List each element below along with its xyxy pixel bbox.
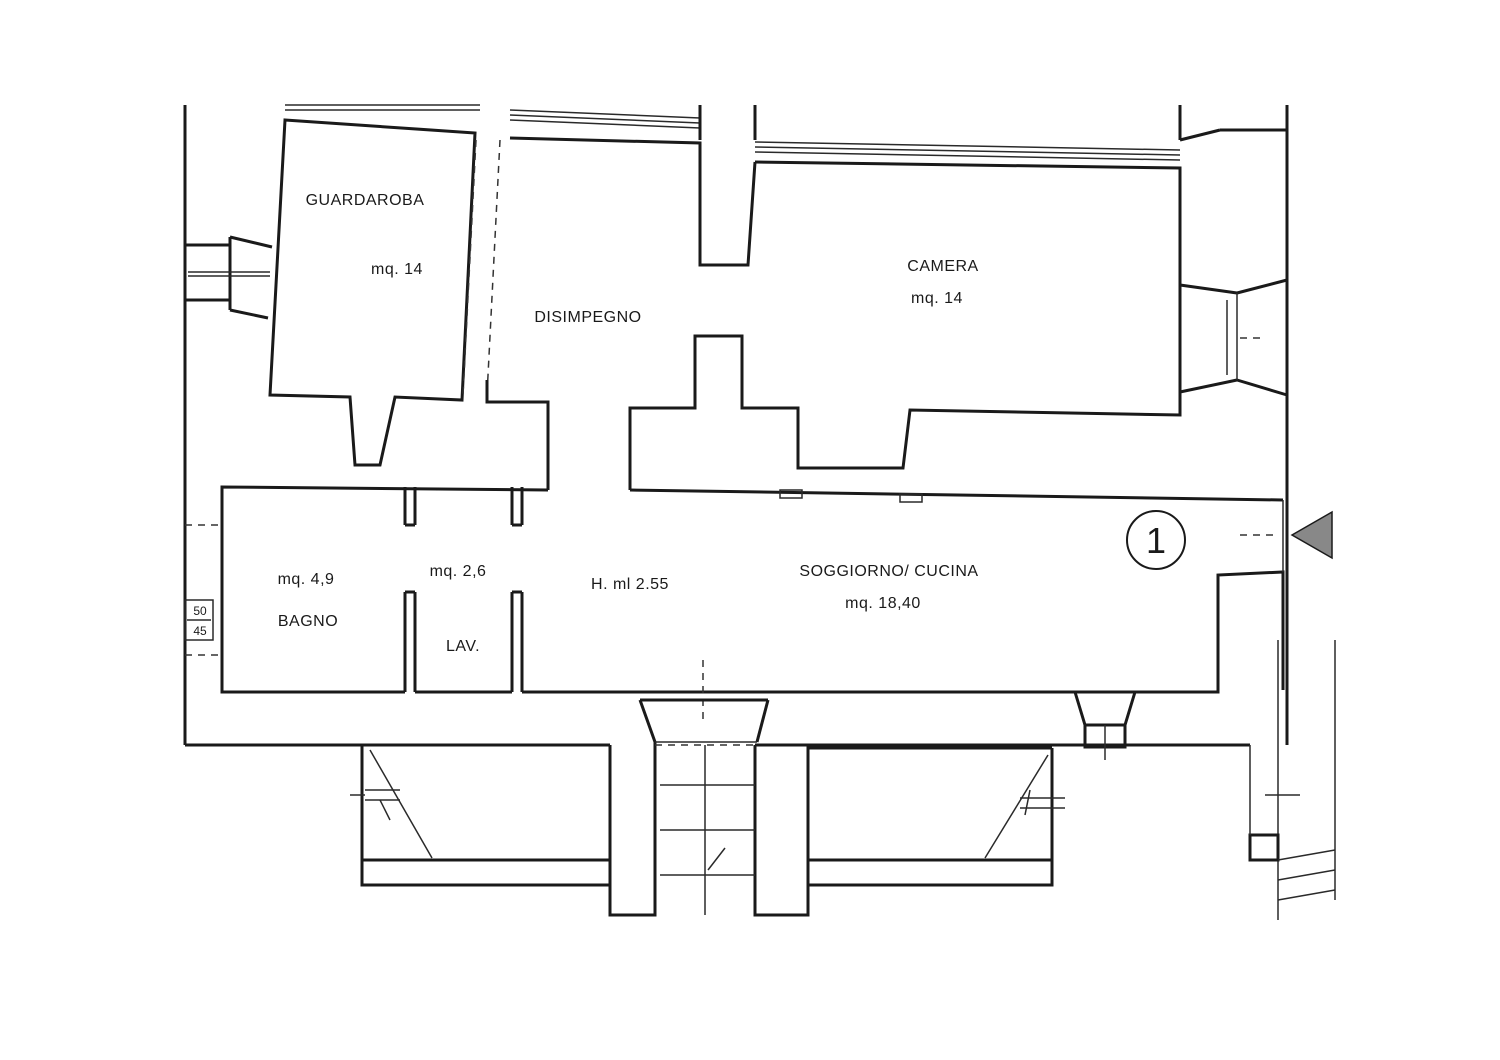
window-dim-bottom: 45 bbox=[193, 624, 207, 638]
label-camera: CAMERA bbox=[907, 258, 978, 275]
room-camera-walls bbox=[754, 160, 1288, 397]
entrance-marker bbox=[1290, 510, 1333, 560]
window-bagno bbox=[184, 524, 222, 656]
area-lav: mq. 2,6 bbox=[430, 563, 487, 580]
room-bagno-lav-walls bbox=[220, 485, 549, 694]
area-soggiorno: mq. 18,40 bbox=[845, 595, 921, 612]
window-guardaroba bbox=[185, 235, 273, 320]
window-dim-top: 50 bbox=[193, 604, 207, 618]
top-boundary bbox=[285, 104, 1287, 161]
unit-marker-circle bbox=[1126, 510, 1186, 570]
stair-core bbox=[608, 698, 1052, 917]
area-guardaroba: mq. 14 bbox=[371, 261, 423, 278]
label-lav: LAV. bbox=[446, 638, 480, 655]
label-disimpegno: DISIMPEGNO bbox=[534, 309, 641, 326]
room-guardaroba-walls bbox=[268, 118, 477, 467]
label-soggiorno: SOGGIORNO/ CUCINA bbox=[799, 563, 978, 580]
room-soggiorno-walls bbox=[522, 500, 1285, 720]
room-disimpegno-walls bbox=[485, 136, 1284, 502]
area-bagno: mq. 4,9 bbox=[278, 571, 335, 588]
lower-right-structure bbox=[1073, 691, 1336, 901]
unit-marker-number: 1 bbox=[1146, 520, 1166, 561]
area-camera: mq. 14 bbox=[911, 290, 963, 307]
label-guardaroba: GUARDAROBA bbox=[306, 192, 425, 209]
cellar-left bbox=[350, 745, 610, 887]
cellar-right bbox=[808, 748, 1065, 887]
height-note: H. ml 2.55 bbox=[591, 576, 669, 593]
label-bagno: BAGNO bbox=[278, 613, 338, 630]
